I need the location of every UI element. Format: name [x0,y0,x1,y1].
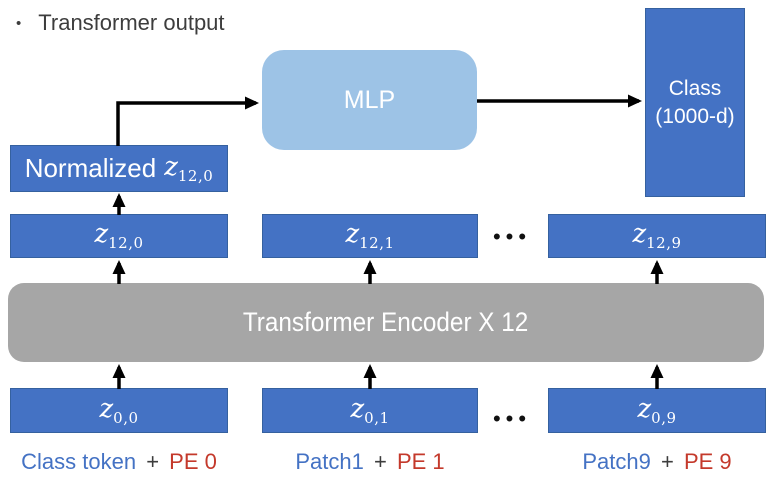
z0-0-symbol: z0,0 [99,393,139,428]
slide-title-text: Transformer output [38,10,225,35]
pe-label: PE 0 [169,449,217,474]
z0-9-symbol: z0,9 [637,393,677,428]
class-output-line2: (1000-d) [655,104,735,128]
arrow-normalized-to-mlp [116,96,259,146]
transformer-encoder-box: Transformer Encoder X 12 [8,283,764,362]
pe-label: PE 9 [683,449,732,474]
mlp-box: MLP [262,50,477,150]
class-output-box: Class (1000-d) [645,8,745,197]
normalized-label: Normalized [24,153,157,183]
ellipsis-bottom: ••• [492,406,532,431]
input-label-patch1: Patch1 + PE 1 [295,449,444,475]
z12-9-symbol: z12,9 [632,219,682,253]
z0-1-box: z0,1 [262,388,478,433]
normalized-z-symbol: z12,0 [164,151,214,186]
normalized-z-box: Normalized z12,0 [10,145,228,192]
z12-9-box: z12,9 [548,214,766,258]
z0-0-box: z0,0 [10,388,228,433]
ellipsis-top: ••• [492,224,532,249]
class-output-line1: Class [668,77,722,101]
plus-sign: + [373,449,387,474]
slide-bullet-title: • Transformer output [16,10,225,36]
token-name: Patch9 [582,449,651,474]
z0-1-symbol: z0,1 [350,393,390,428]
token-name: Class token [21,449,137,474]
z12-1-box: z12,1 [262,214,478,258]
bullet-icon: • [16,14,22,32]
plus-sign: + [660,449,674,474]
token-name: Patch1 [295,449,364,474]
mlp-label: MLP [343,85,396,114]
z12-1-symbol: z12,1 [345,219,395,253]
input-label-class-token: Class token + PE 0 [21,449,217,475]
z0-9-box: z0,9 [548,388,766,433]
z12-0-box: z12,0 [10,214,228,258]
input-label-patch9: Patch9 + PE 9 [582,449,731,475]
z12-0-symbol: z12,0 [94,219,144,253]
transformer-encoder-label: Transformer Encoder X 12 [243,307,529,337]
plus-sign: + [146,449,160,474]
pe-label: PE 1 [396,449,445,474]
